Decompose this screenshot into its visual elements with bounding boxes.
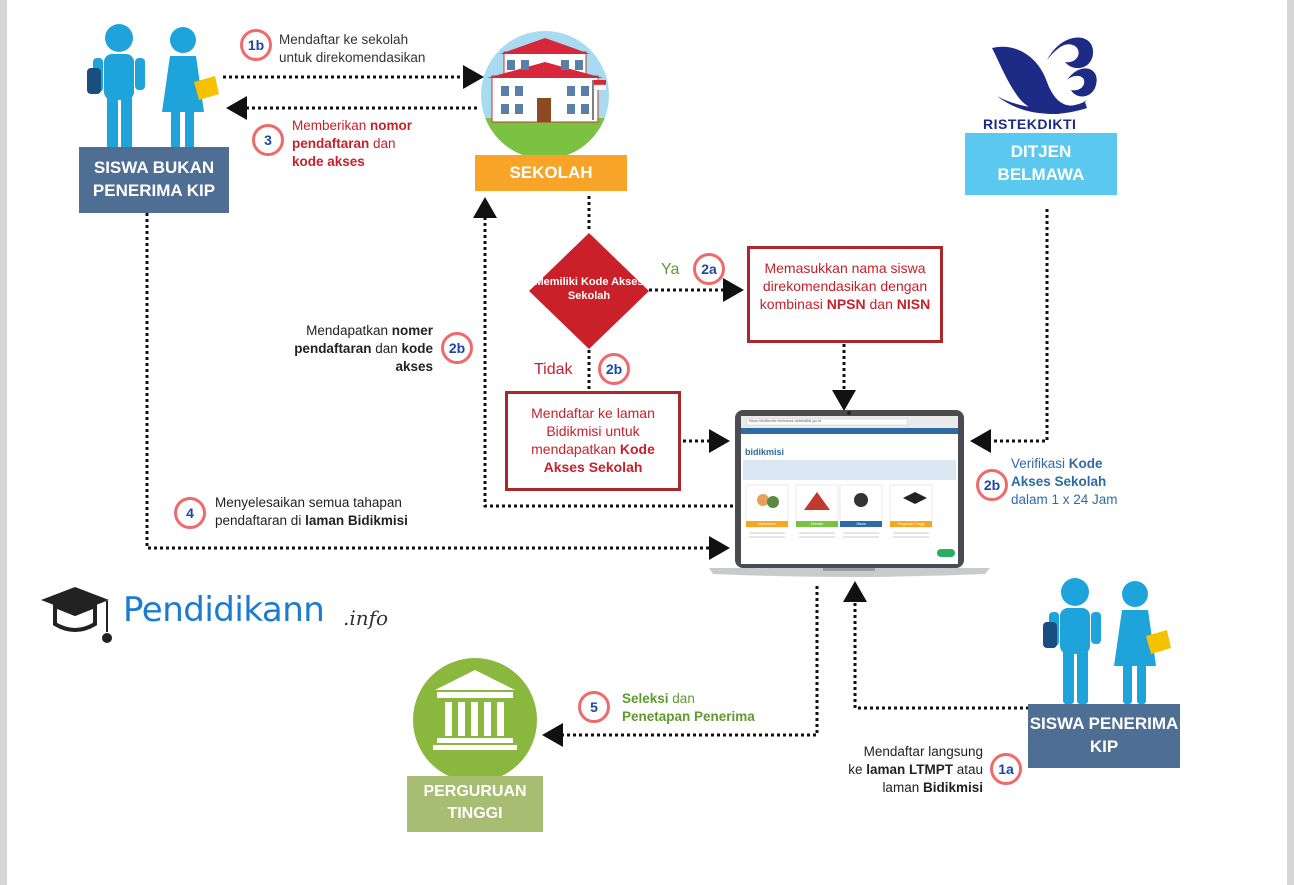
step-1a-text: Mendaftar langsung ke laman LTMPT atau l… (848, 744, 983, 795)
watermark-sub-text: .info (343, 606, 389, 630)
step-badge-1b: 1b (240, 29, 272, 61)
laptop-card-pt: Perguruan Tinggi (897, 522, 925, 526)
laptop-card-mahasiswa: Mahasiswa (758, 522, 776, 526)
step-2b-right-text: Verifikasi Kode Akses Sekolah dalam 1 x … (1011, 456, 1118, 507)
university-icon (413, 658, 537, 782)
tidak-label: Tidak (534, 361, 573, 378)
laptop-url-text: https://bidikmisi.belmawa.ristekdikti.go… (749, 418, 822, 423)
perguruan-tinggi-label: PERGURUAN TINGGI (407, 776, 543, 832)
ya-label: Ya (661, 261, 680, 278)
ditjen-belmawa-label: DITJEN BELMAWA (965, 133, 1117, 195)
step-badge-1a: 1a (990, 753, 1022, 785)
laptop-brand-text: bidikmisi (745, 447, 785, 457)
step-4-text: Menyelesaikan semua tahapan pendaftaran … (215, 495, 408, 528)
step-badge-2b-mid: 2b (598, 353, 630, 385)
student-pair-icon-bottom (1043, 578, 1171, 704)
step-3-text: Memberikan nomor pendaftaran dan kode ak… (292, 118, 413, 169)
school-building-icon (481, 31, 609, 159)
student-pair-icon-top (87, 24, 219, 150)
siswa-penerima-kip-label: SISWA PENERIMA KIP (1028, 704, 1180, 768)
siswa-bukan-kip-label: SISWA BUKAN PENERIMA KIP (79, 147, 229, 213)
ristekdikti-logo-icon (992, 37, 1097, 115)
step-2b-mid-box: Mendaftar ke laman Bidikmisi untuk menda… (505, 391, 681, 491)
sekolah-label: SEKOLAH (475, 155, 627, 191)
step-badge-4: 4 (174, 497, 206, 529)
step-badge-5: 5 (578, 691, 610, 723)
watermark-main-text: Pendidikann (123, 590, 325, 630)
ristekdikti-logo-text: RISTEKDIKTI (983, 116, 1077, 132)
step-2b-left-text: Mendapatkan nomer pendaftaran dan kode a… (294, 323, 433, 374)
graduation-cap-icon (41, 587, 112, 643)
laptop-card-sekolah: Sekolah (810, 522, 824, 526)
step-badge-2a: 2a (693, 253, 725, 285)
step-5-text: Seleksi dan Penetapan Penerima (622, 691, 755, 724)
step-2a-box: Memasukkan nama siswa direkomendasikan d… (747, 246, 943, 343)
step-badge-2b-right: 2b (976, 469, 1008, 501)
laptop-card-siswa: Siswa (856, 522, 866, 526)
step-badge-3: 3 (252, 124, 284, 156)
step-1b-text: Mendaftar ke sekolah untuk direkomendasi… (279, 32, 426, 65)
step-badge-2b-left: 2b (441, 332, 473, 364)
decision-diamond (529, 233, 649, 349)
laptop-icon (709, 410, 990, 577)
decision-label: Memiliki Kode Akses Sekolah (534, 276, 644, 302)
connector-lines (145, 65, 1049, 747)
flow-graphics (41, 24, 1171, 782)
